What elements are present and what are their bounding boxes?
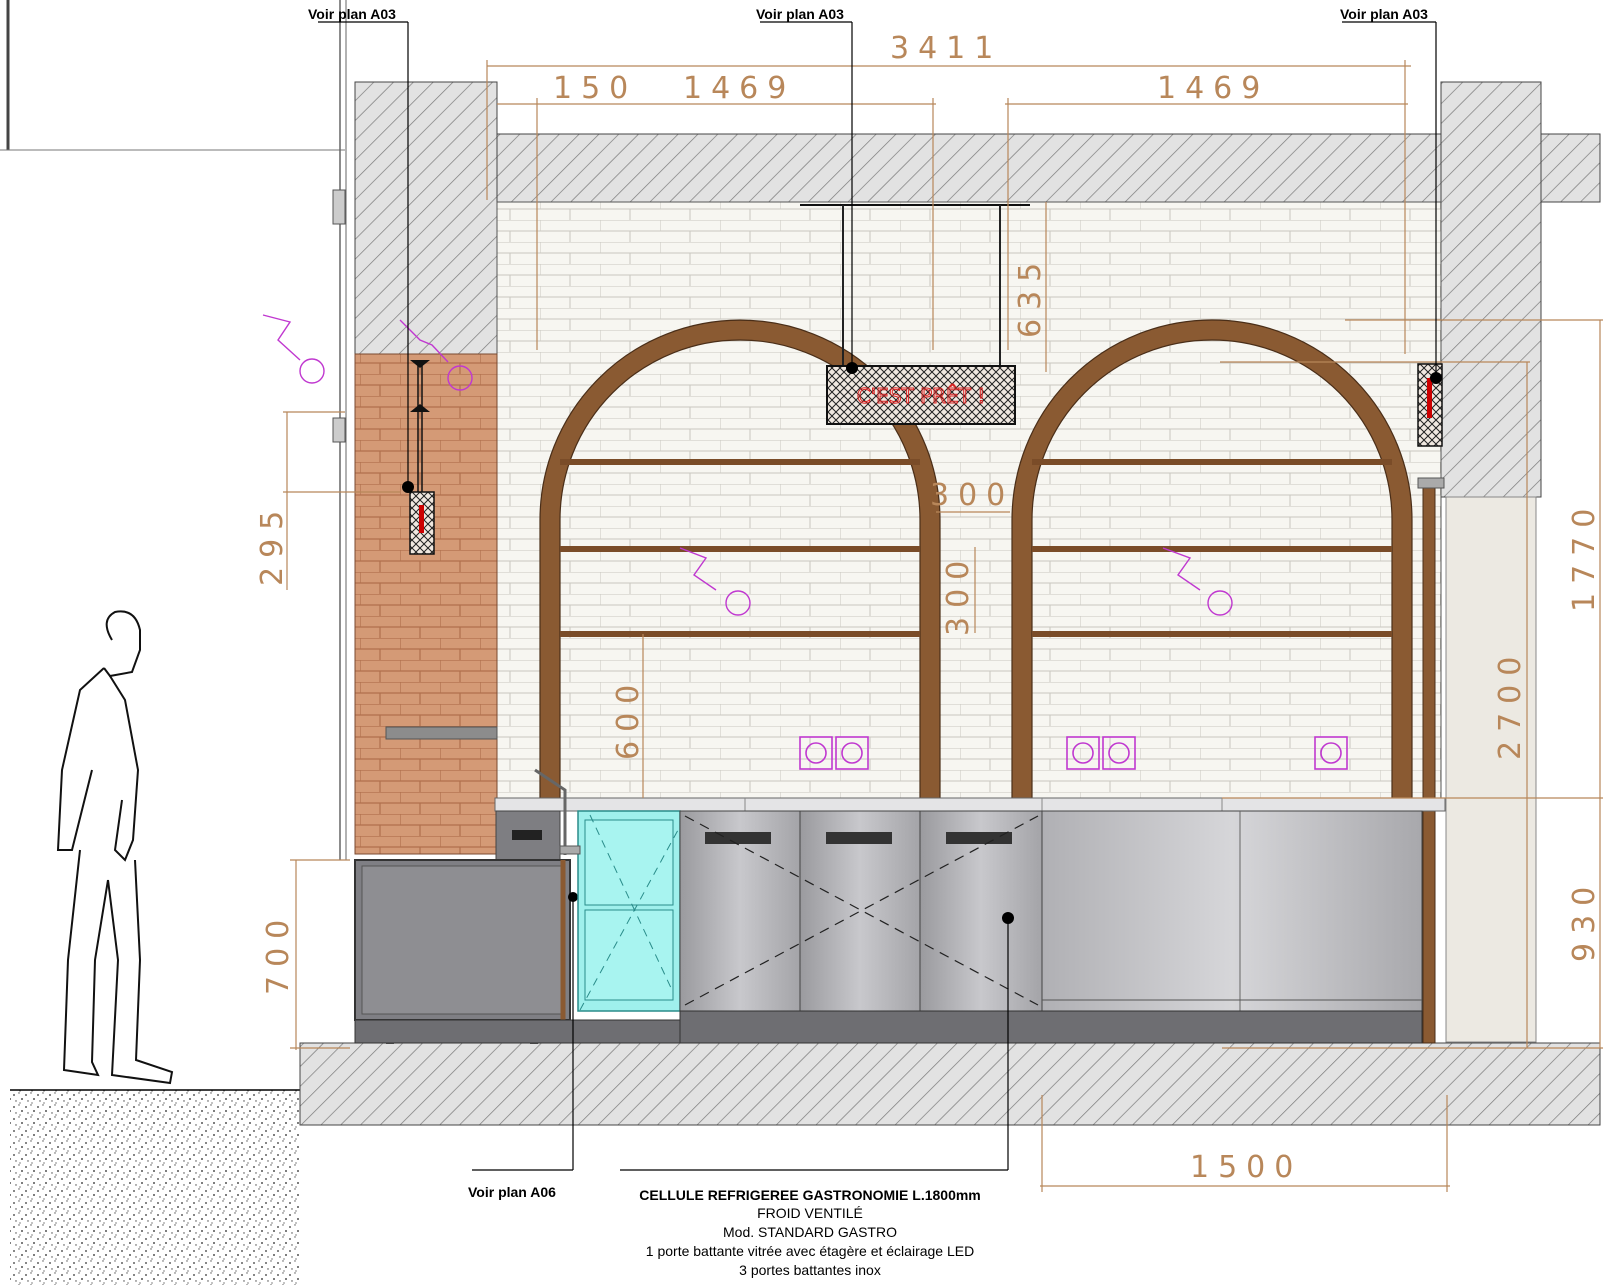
person-silhouette-icon <box>56 610 174 1085</box>
dim-total-width: 3411 <box>890 31 1002 66</box>
ref-bottom: Voir plan A06 <box>468 1184 556 1200</box>
right-arch <box>1011 319 1413 801</box>
ref-top-left: Voir plan A03 <box>308 6 396 22</box>
equipment-line-4: 3 portes battantes inox <box>739 1262 881 1278</box>
dim-counter-height: 930 <box>1567 878 1602 962</box>
stainless-doors <box>679 810 1423 1044</box>
dim-shelf-spacing: 300 <box>941 552 976 636</box>
dim-shelf-height: 600 <box>611 676 646 760</box>
wall-left-upper <box>354 81 498 355</box>
counter-top <box>494 797 1446 812</box>
dim-left-offset: 150 <box>553 71 637 106</box>
refrigerated-cabinet <box>354 859 578 1044</box>
dim-side-height: 1770 <box>1567 500 1602 612</box>
tile-wall <box>496 201 1442 799</box>
equipment-title: CELLULE REFRIGEREE GASTRONOMIE L.1800mm <box>639 1187 981 1203</box>
wall-lamp-icon <box>1417 363 1443 447</box>
floor-slab <box>299 1042 1601 1126</box>
ref-top-center: Voir plan A03 <box>756 6 844 22</box>
ceiling-slab <box>496 133 1563 203</box>
dim-ceiling-height: 2700 <box>1493 648 1528 760</box>
left-arch <box>539 319 941 801</box>
sign-text: C'EST PRÊT ! <box>857 384 986 408</box>
ref-top-right: Voir plan A03 <box>1340 6 1428 22</box>
dim-counter-low: 700 <box>261 911 296 995</box>
equipment-line-3: 1 porte battante vitrée avec étagère et … <box>646 1243 974 1259</box>
ground-gravel <box>10 1090 300 1285</box>
dim-suspension: 635 <box>1013 254 1048 338</box>
brick-shelf <box>385 726 498 740</box>
wall-right <box>1440 81 1542 498</box>
equipment-line-2: Mod. STANDARD GASTRO <box>723 1224 897 1240</box>
electrical-symbol-icon <box>262 314 1233 616</box>
dim-left-arch: 1469 <box>683 71 795 106</box>
glass-door <box>559 810 681 1012</box>
dim-brick-height: 295 <box>255 502 290 586</box>
brick-pillar <box>354 353 498 855</box>
hanging-sign: C'EST PRÊT ! <box>800 204 1030 425</box>
power-outlet-icon <box>799 736 1348 770</box>
equipment-line-1: FROID VENTILÉ <box>757 1205 863 1221</box>
lamp-icon <box>402 360 435 555</box>
dim-right-arch: 1469 <box>1157 71 1269 106</box>
dim-cabinet-width: 1500 <box>1190 1150 1302 1185</box>
dim-arch-gap: 300 <box>930 478 1014 513</box>
